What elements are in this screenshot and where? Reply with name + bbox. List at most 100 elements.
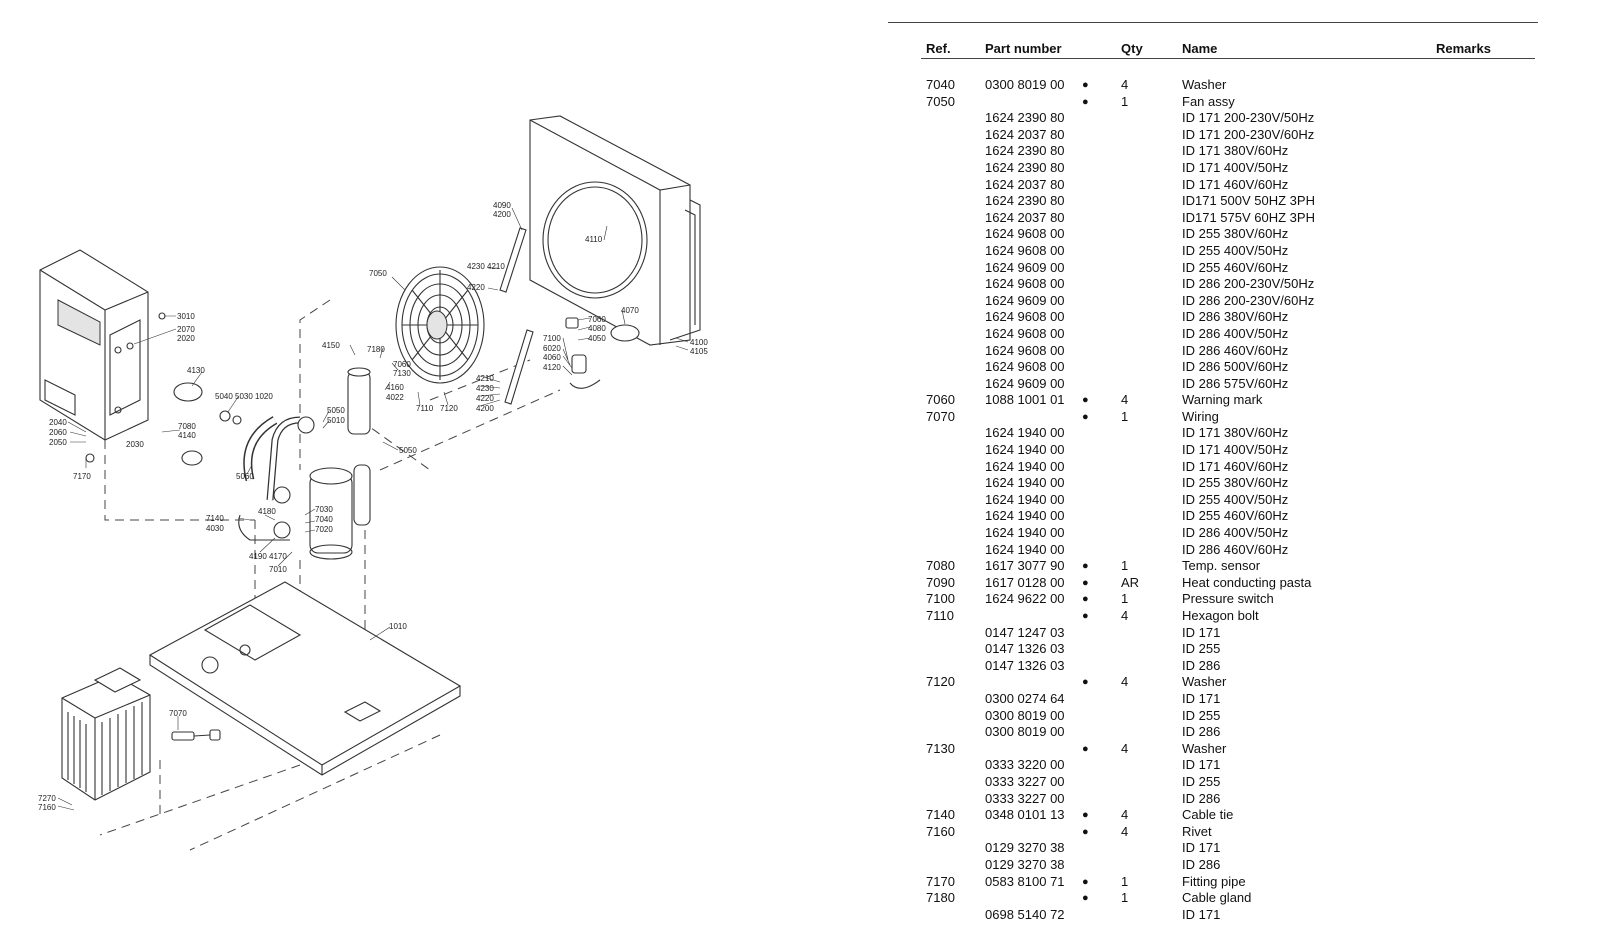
spare-marker: ● (1082, 892, 1089, 905)
part-name: Washer (1182, 77, 1227, 92)
part-number: 1624 9609 00 (985, 292, 1065, 308)
receiver-tank (347, 367, 371, 435)
part-number: 0147 1247 03 (985, 624, 1065, 640)
callout-labels: 3010 2070 2020 4130 5040 5030 1020 2040 … (38, 201, 708, 812)
callout: 7270 (38, 794, 56, 803)
part-ref: 7110 (926, 608, 954, 623)
part-number: 1624 2390 80 (985, 159, 1065, 175)
part-qty: 4 (1121, 807, 1129, 823)
callout: 7030 (315, 505, 333, 514)
part-name: ID 171 (1182, 757, 1221, 773)
part-number: 0300 8019 00 (985, 724, 1065, 740)
callout: 2050 (49, 438, 67, 447)
small-parts-left (85, 312, 242, 466)
part-ref: 7060 (926, 392, 955, 408)
table-row: 0300 8019 00 ID 286 (0, 724, 1600, 741)
part-name: Cable gland (1182, 890, 1252, 906)
control-box (39, 249, 149, 441)
callout: 3010 (177, 312, 195, 321)
parts-table-header: Ref. Part number Qty Name Remarks (0, 41, 1600, 57)
part-name: ID 171 380V/60Hz (1182, 425, 1289, 441)
part-name: ID 286 (1182, 724, 1221, 740)
callout: 2020 (177, 334, 195, 343)
callout: 7010 (269, 565, 287, 574)
part-qty: 4 (1121, 674, 1129, 690)
spare-marker: ● (1082, 742, 1089, 755)
part-number: 0129 3270 38 (985, 856, 1065, 872)
part-number: 1624 2390 80 (985, 143, 1065, 159)
part-number: 1624 2037 80 (985, 176, 1065, 192)
part-number: 1624 2390 80 (985, 193, 1065, 209)
part-number: 0333 3220 00 (985, 757, 1065, 773)
part-name: Rivet (1182, 823, 1212, 839)
part-name: ID 171 460V/60Hz (1182, 458, 1289, 474)
callout: 5050 (399, 446, 417, 455)
callout: 6020 (543, 344, 561, 353)
part-name: ID 171 400V/50Hz (1182, 442, 1289, 458)
part-name: ID 255 380V/60Hz (1182, 226, 1289, 242)
part-name: Pressure switch (1182, 591, 1274, 607)
callout: 7110 (416, 404, 434, 413)
part-number: 1624 9609 00 (985, 259, 1065, 275)
part-name: ID 171 380V/60Hz (1182, 143, 1289, 159)
part-ref: 7050 (926, 93, 955, 109)
base-plate (148, 581, 462, 776)
part-qty: AR (1121, 574, 1140, 590)
part-name: Warning mark (1182, 392, 1263, 408)
part-name: ID 255 (1182, 773, 1221, 789)
callout: 4060 (543, 353, 561, 362)
table-row: 0333 3220 00 ID 171 (0, 757, 1600, 774)
callout: 7080 (178, 422, 196, 431)
callout: 4080 (588, 324, 606, 333)
table-row: 0300 0274 64 ID 171 (0, 691, 1600, 708)
part-ref: 7140 (926, 807, 955, 823)
callout: 7160 (38, 803, 56, 812)
part-number: 1624 1940 00 (985, 525, 1065, 541)
refrigerant-piping (238, 282, 363, 541)
part-name: ID 286 (1182, 856, 1221, 872)
part-number: 1624 2037 80 (985, 126, 1065, 142)
part-number: 1624 2390 80 (985, 110, 1065, 126)
part-qty: 1 (1121, 890, 1129, 906)
exploded-parts-diagram: 3010 2070 2020 4130 5040 5030 1020 2040 … (38, 115, 708, 851)
callout: 7060 (588, 315, 606, 324)
part-name: ID171 500V 50HZ 3PH (1182, 193, 1315, 209)
part-name: ID 255 460V/60Hz (1182, 259, 1289, 275)
part-name: ID 255 (1182, 707, 1221, 723)
part-number: 0300 0274 64 (985, 690, 1065, 706)
part-number: 1624 1940 00 (985, 491, 1065, 507)
part-number: 1624 9608 00 (985, 226, 1065, 242)
part-name: Wiring (1182, 408, 1219, 424)
part-ref: 7040 (926, 77, 955, 92)
callout: 4160 (386, 383, 404, 392)
part-number: 1624 9608 00 (985, 325, 1065, 341)
part-name: ID 286 200-230V/60Hz (1182, 292, 1315, 308)
part-name: ID 255 380V/60Hz (1182, 475, 1289, 491)
part-name: ID 171 (1182, 690, 1221, 706)
callout: 7120 (440, 404, 458, 413)
part-qty: 1 (1121, 591, 1129, 607)
header-ref: Ref. (926, 41, 951, 56)
callout: 4200 (493, 210, 511, 219)
part-ref: 7070 (926, 408, 955, 424)
table-row: 1624 2390 80 ID 171 380V/60Hz (0, 143, 1600, 160)
spare-marker: ● (1082, 95, 1089, 108)
part-qty: 4 (1121, 608, 1129, 623)
